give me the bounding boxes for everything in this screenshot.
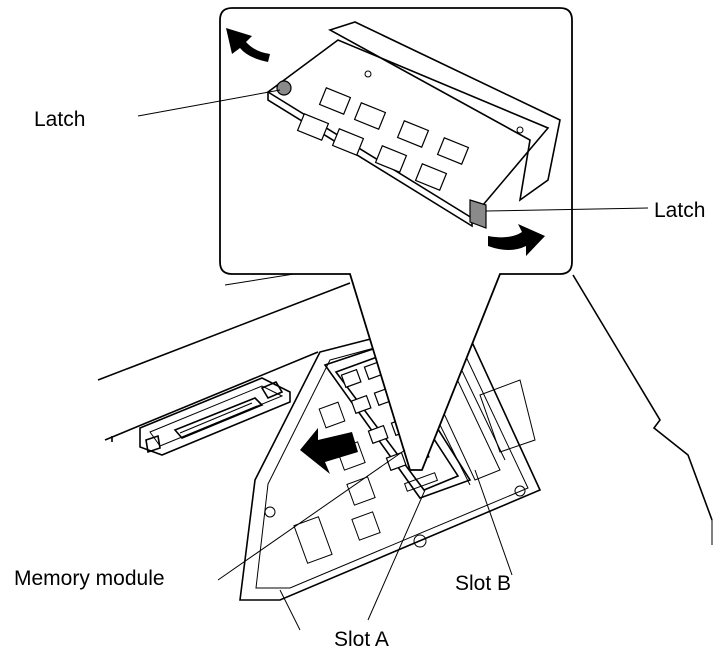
laptop-base <box>97 264 713 545</box>
label-memory-module: Memory module <box>14 567 165 590</box>
curved-arrow-right-icon <box>488 224 545 256</box>
label-latch-right: Latch <box>654 199 705 222</box>
label-slot-b: Slot B <box>455 572 511 595</box>
leader-slot-b <box>474 469 513 576</box>
label-slot-a: Slot A <box>334 628 389 651</box>
curved-arrow-left-icon <box>226 28 270 62</box>
connector-port <box>139 377 291 456</box>
leader-memory-module <box>217 449 406 581</box>
leader-slot-a <box>367 489 426 621</box>
leader-latch-right <box>485 207 649 212</box>
callout-magnified-view <box>219 7 573 471</box>
leader-latch-left <box>137 89 281 117</box>
label-latch-left: Latch <box>34 108 85 131</box>
removal-arrow-icon <box>300 428 358 474</box>
